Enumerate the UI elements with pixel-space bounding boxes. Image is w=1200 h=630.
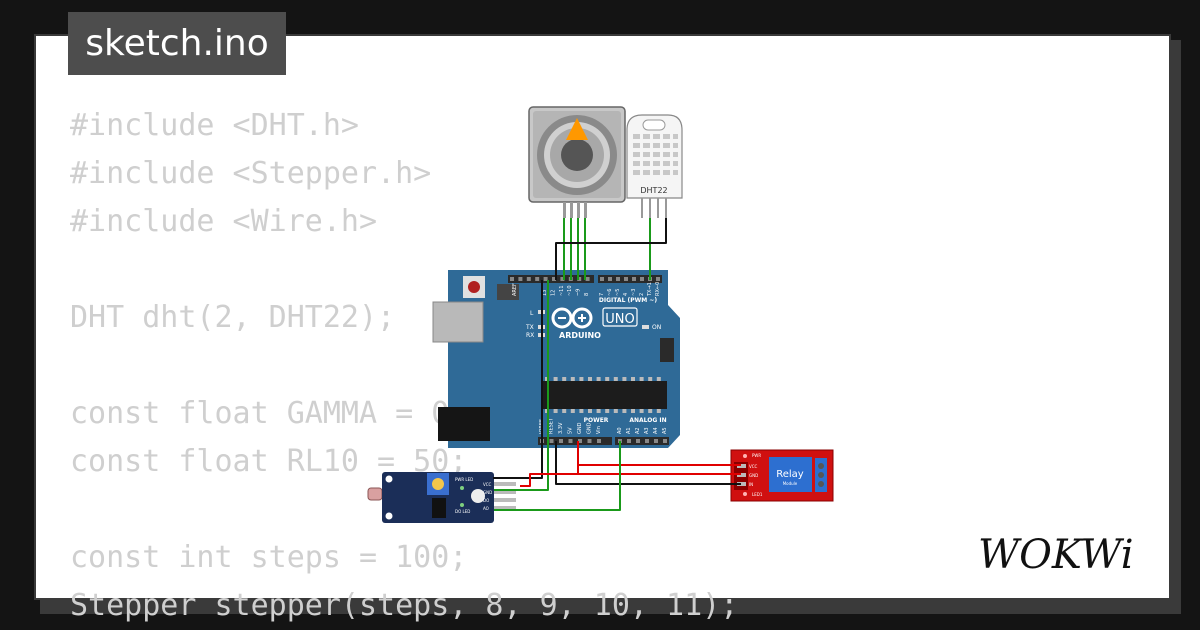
aref-label: AREF [512,283,518,296]
l-led-label: L [530,310,534,317]
analog-pin-label: A0 [617,427,623,434]
wire-ldr-vcc[interactable] [520,473,578,487]
digital-pin-label: 2 [639,293,645,296]
rx-label: RX [526,332,534,339]
analog-in-label: ANALOG IN [629,417,666,424]
code-line: DHT dht(2, DHT22); [70,300,396,335]
code-preview: #include <DHT.h> #include <Stepper.h> #inc… [70,102,738,630]
digital-pin-label: ~3 [631,289,637,296]
reset-button[interactable] [468,281,480,293]
ldr-pin-label: GND [483,490,492,495]
arduino-logo-icon [551,307,593,329]
usb-connector [432,301,484,343]
digital-pin-label: ~10 [567,285,573,296]
relay-led1-label: LED1 [752,492,763,497]
on-label: ON [652,324,661,331]
digital-pin-label: TX→1 [647,282,653,297]
digital-pin-label: ~9 [576,289,582,296]
digital-pin-label: 12 [550,290,556,296]
ldr-sensor-module[interactable]: PWR LED DO LED VCC GND DO AO [367,472,516,523]
wire-relay-vcc-2[interactable] [577,465,741,475]
arduino-brand-label: ARDUINO [559,331,601,340]
dht22-sensor[interactable]: DHT22 [626,114,683,218]
arduino-uno-board[interactable]: DIGITAL (PWM ~) L TX RX UNO ARDUINO ON P… [432,270,680,448]
relay-module[interactable]: Relay Module VCC GND IN PWR LED1 [730,449,834,502]
analog-pin-label: A4 [653,427,659,434]
wires [493,218,741,511]
power-label: POWER [584,417,609,424]
power-pin-label: GND [577,422,583,434]
relay-sublabel: Module [783,481,798,486]
relay-label: Relay [776,469,804,480]
code-line: Stepper stepper(steps, 8, 9, 10, 11); [70,588,739,623]
atmega-chip [541,381,667,409]
dht22-label: DHT22 [640,186,667,195]
ldr-pwr-label: PWR LED [455,477,473,482]
relay-pwr-label: PWR [752,453,761,458]
wokwi-logo: WOKWi [978,532,1134,578]
analog-pin-label: A3 [644,427,650,434]
digital-pin-label: 8 [584,293,590,296]
ldr-pin-label: DO [483,498,489,503]
uno-label: UNO [605,312,634,327]
wire-dht-gnd[interactable] [555,218,667,280]
digital-pin-label: RX←0 [655,282,661,296]
code-line: #include <DHT.h> [70,108,359,143]
digital-pin-label: 13 [542,290,548,296]
file-tab[interactable]: sketch.ino [68,12,286,75]
wire-ldr-ao[interactable] [494,441,621,511]
power-jack [438,407,490,441]
wire-ldr-gnd[interactable] [493,280,543,479]
power-pin-label: 5V [568,427,574,434]
ldr-pin-label: VCC [483,482,492,487]
ldr-pin-label: AO [483,506,489,511]
power-pin-label: Vin [596,426,602,434]
analog-pin-label: A5 [662,427,668,434]
stepper-motor[interactable] [528,106,626,218]
digital-pin-label: 7 [599,293,605,296]
digital-pin-label: ~6 [607,289,613,296]
digital-pin-label: 4 [623,293,629,296]
digital-label: DIGITAL (PWM ~) [599,297,657,304]
ldr-do-label: DO LED [455,509,470,514]
code-line: #include <Stepper.h> [70,156,432,191]
digital-pin-label: ~11 [559,285,565,296]
analog-pin-label: A1 [626,427,632,434]
file-tab-label: sketch.ino [85,23,269,64]
code-line: #include <Wire.h> [70,204,378,239]
digital-pin-label: ~5 [615,289,621,296]
analog-pin-label: A2 [635,427,641,434]
photoresistor [367,487,383,501]
wire-relay-gnd[interactable] [555,441,741,485]
stepper-pointer-icon [566,118,588,140]
wokwi-logo-text: WOKWi [978,532,1134,578]
code-line: const int steps = 100; [70,540,468,575]
power-pin-label: GND [587,422,593,434]
wire-ldr-do[interactable] [494,280,549,491]
tx-label: TX [525,324,534,331]
relay-pin-label: GND [749,473,758,478]
relay-pin-label: VCC [749,464,758,469]
relay-pin-label: IN [749,482,753,487]
relay-block [769,457,812,492]
power-pin-label: 3.3V [558,422,564,434]
power-pin-label: RESET [549,417,555,434]
